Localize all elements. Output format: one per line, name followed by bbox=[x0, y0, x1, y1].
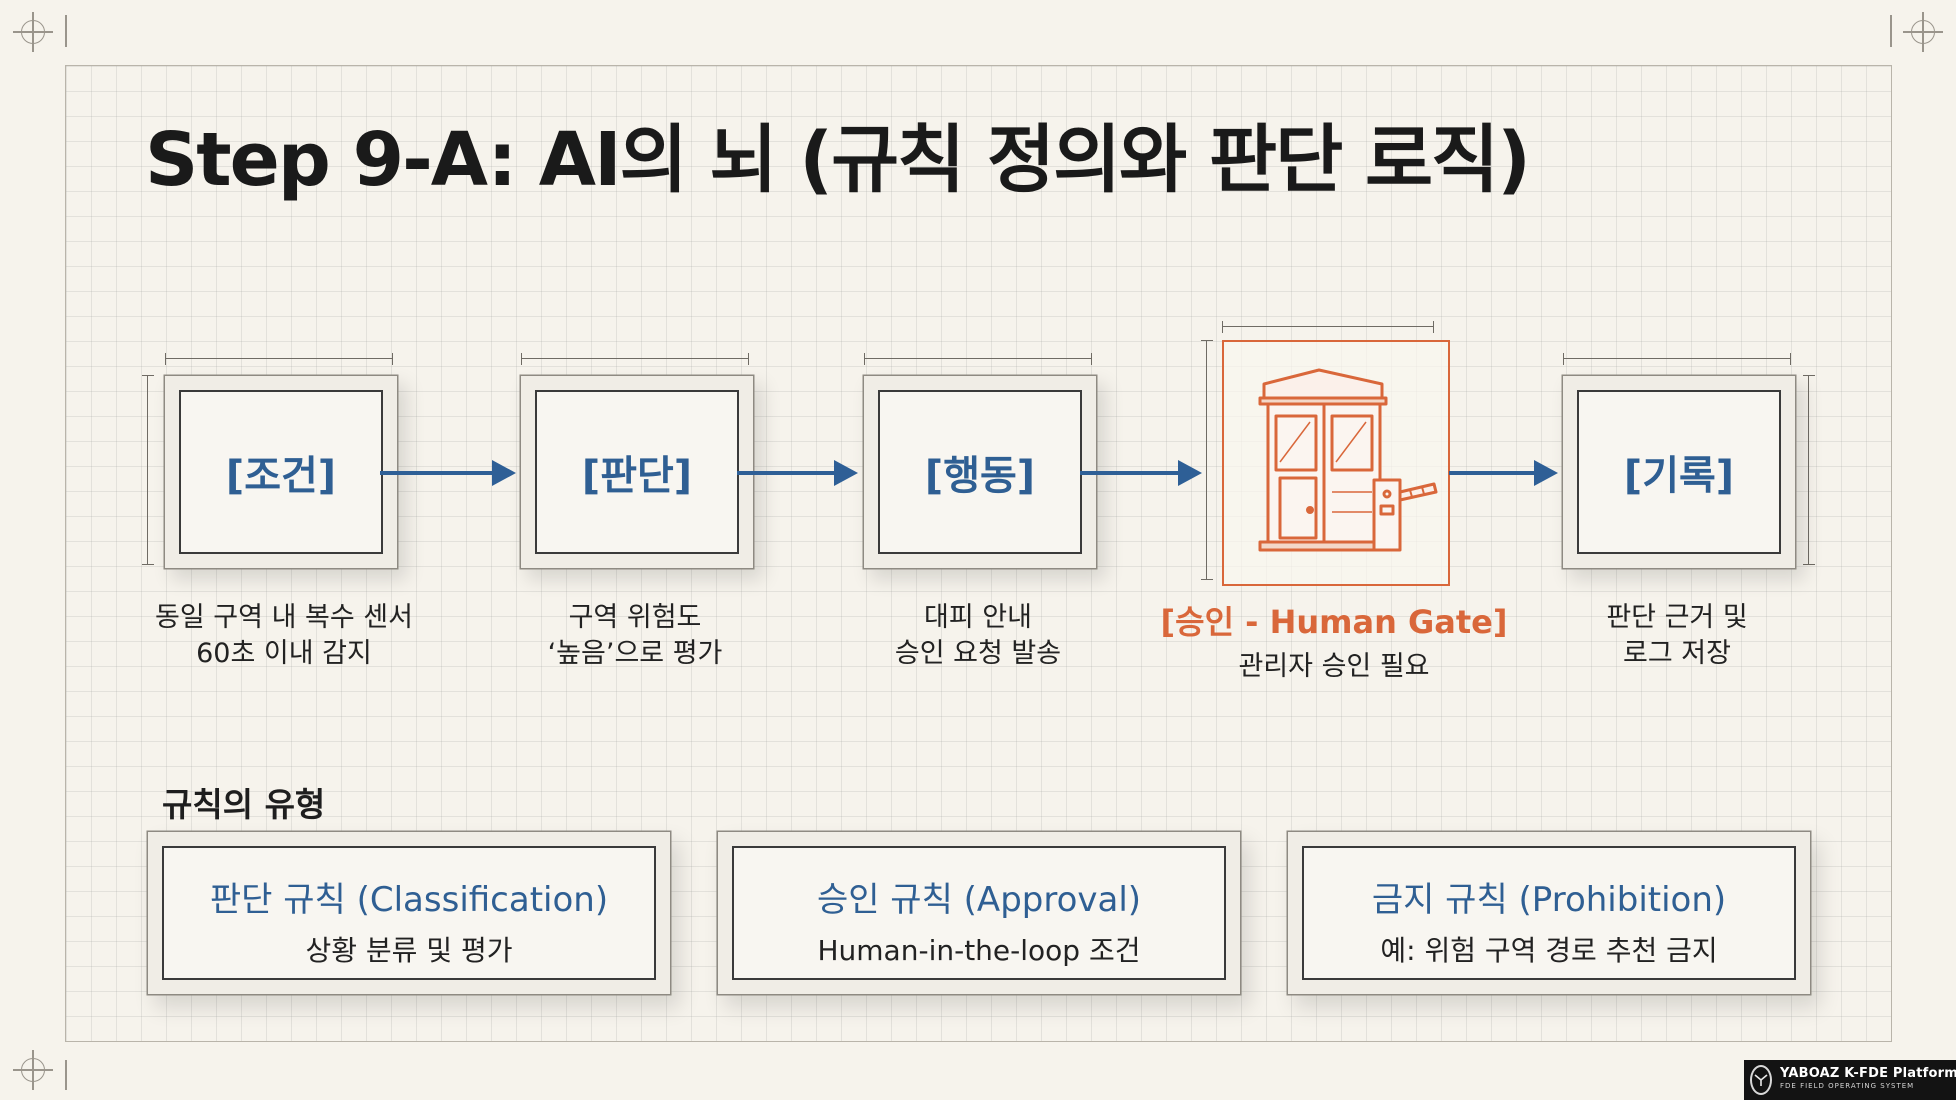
dimension-line bbox=[1222, 321, 1434, 333]
step-label-judgment: [판단] bbox=[581, 453, 693, 499]
dimension-line bbox=[1803, 375, 1815, 565]
step-box-record: [기록] bbox=[1577, 390, 1781, 554]
rule-title: 판단 규칙 (Classification) bbox=[209, 880, 609, 920]
registration-mark-top-right bbox=[1903, 12, 1943, 52]
dimension-line bbox=[864, 353, 1092, 365]
rule-title: 승인 규칙 (Approval) bbox=[816, 880, 1142, 920]
step-description-record: 판단 근거 및 로그 저장 bbox=[1527, 600, 1827, 672]
human-gate-description: 관리자 승인 필요 bbox=[1238, 651, 1430, 682]
step-label-condition: [조건] bbox=[225, 453, 337, 499]
step-description-action: 대피 안내 승인 요청 발송 bbox=[828, 600, 1128, 672]
rule-title: 금지 규칙 (Prohibition) bbox=[1371, 880, 1727, 920]
flow-arrow bbox=[737, 460, 858, 486]
rules-section-title: 규칙의 유형 bbox=[162, 785, 326, 824]
rule-description: Human-in-the-loop 조건 bbox=[817, 934, 1141, 967]
human-gate-box bbox=[1222, 340, 1450, 586]
crop-line bbox=[65, 1060, 67, 1090]
description-line: 판단 근거 및 bbox=[1606, 602, 1748, 633]
brand-name: YABOAZ K-FDE Platform bbox=[1780, 1066, 1956, 1081]
registration-mark-bottom-left bbox=[13, 1050, 53, 1090]
description-line: 로그 저장 bbox=[1623, 638, 1731, 669]
step-description-condition: 동일 구역 내 복수 센서 60초 이내 감지 bbox=[129, 600, 439, 672]
guard-booth-gate-icon bbox=[1258, 368, 1438, 552]
dimension-line bbox=[142, 375, 154, 565]
registration-mark-top-left bbox=[13, 12, 53, 52]
description-line: 동일 구역 내 복수 센서 bbox=[155, 602, 413, 633]
step-description-judgment: 구역 위험도 ‘높음’으로 평가 bbox=[485, 600, 785, 672]
crop-line bbox=[65, 15, 67, 47]
description-line: 60초 이내 감지 bbox=[196, 638, 372, 669]
description-line: ‘높음’으로 평가 bbox=[547, 638, 723, 669]
rule-description: 상황 분류 및 평가 bbox=[305, 934, 513, 967]
description-line: 구역 위험도 bbox=[568, 602, 702, 633]
description-line: 대피 안내 bbox=[924, 602, 1032, 633]
page-title: Step 9-A: AI의 뇌 (규칙 정의와 판단 로직) bbox=[145, 117, 1531, 203]
step-box-condition: [조건] bbox=[179, 390, 383, 554]
brand-text: YABOAZ K-FDE Platform FDE FIELD OPERATIN… bbox=[1780, 1067, 1956, 1093]
brand-badge: YABOAZ K-FDE Platform FDE FIELD OPERATIN… bbox=[1744, 1060, 1956, 1100]
flow-arrow bbox=[1449, 460, 1558, 486]
crop-line bbox=[1890, 15, 1892, 47]
rule-description: 예: 위험 구역 경로 추천 금지 bbox=[1380, 934, 1718, 967]
dimension-line bbox=[1563, 353, 1791, 365]
step-box-action: [행동] bbox=[878, 390, 1082, 554]
step-label-record: [기록] bbox=[1623, 453, 1735, 499]
rule-card-approval: 승인 규칙 (Approval) Human-in-the-loop 조건 bbox=[732, 846, 1226, 980]
dimension-line bbox=[1201, 340, 1213, 580]
step-box-judgment: [판단] bbox=[535, 390, 739, 554]
human-gate-label: [승인 - Human Gate] bbox=[1160, 603, 1508, 641]
brand-subtitle: FDE FIELD OPERATING SYSTEM bbox=[1780, 1082, 1915, 1090]
dimension-line bbox=[521, 353, 749, 365]
flow-arrow bbox=[1080, 460, 1202, 486]
rule-card-prohibition: 금지 규칙 (Prohibition) 예: 위험 구역 경로 추천 금지 bbox=[1302, 846, 1796, 980]
step-label-action: [행동] bbox=[924, 453, 1036, 499]
flow-arrow bbox=[380, 460, 516, 486]
dimension-line bbox=[165, 353, 393, 365]
brand-logo-icon bbox=[1750, 1065, 1772, 1095]
description-line: 승인 요청 발송 bbox=[894, 638, 1062, 669]
rule-card-classification: 판단 규칙 (Classification) 상황 분류 및 평가 bbox=[162, 846, 656, 980]
